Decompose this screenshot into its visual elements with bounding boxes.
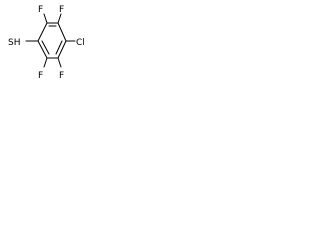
molecule-structure: F F SH Cl F F: [8, 5, 85, 81]
atom-f-top-left: F: [38, 5, 43, 15]
atom-f-bottom-right: F: [59, 71, 64, 81]
ring-bond-bottom-right: [57, 40, 67, 59]
ring-bond-top-right: [57, 22, 67, 42]
double-bond-bottom-left: [41, 40, 50, 55]
bond-to-f-bottom-right: [57, 57, 62, 68]
bond-to-f-top-left: [43, 13, 48, 24]
ring-bond-bottom-left: [37, 40, 48, 59]
bond-to-f-top-right: [57, 13, 62, 24]
double-bond-bottom-right: [55, 40, 63, 55]
ring-bond-top-left: [37, 22, 48, 42]
atom-cl: Cl: [76, 38, 85, 48]
atom-f-top-right: F: [59, 5, 64, 15]
bond-to-f-bottom-left: [43, 57, 48, 68]
atom-f-bottom-left: F: [38, 71, 43, 81]
atom-sh: SH: [8, 38, 20, 48]
